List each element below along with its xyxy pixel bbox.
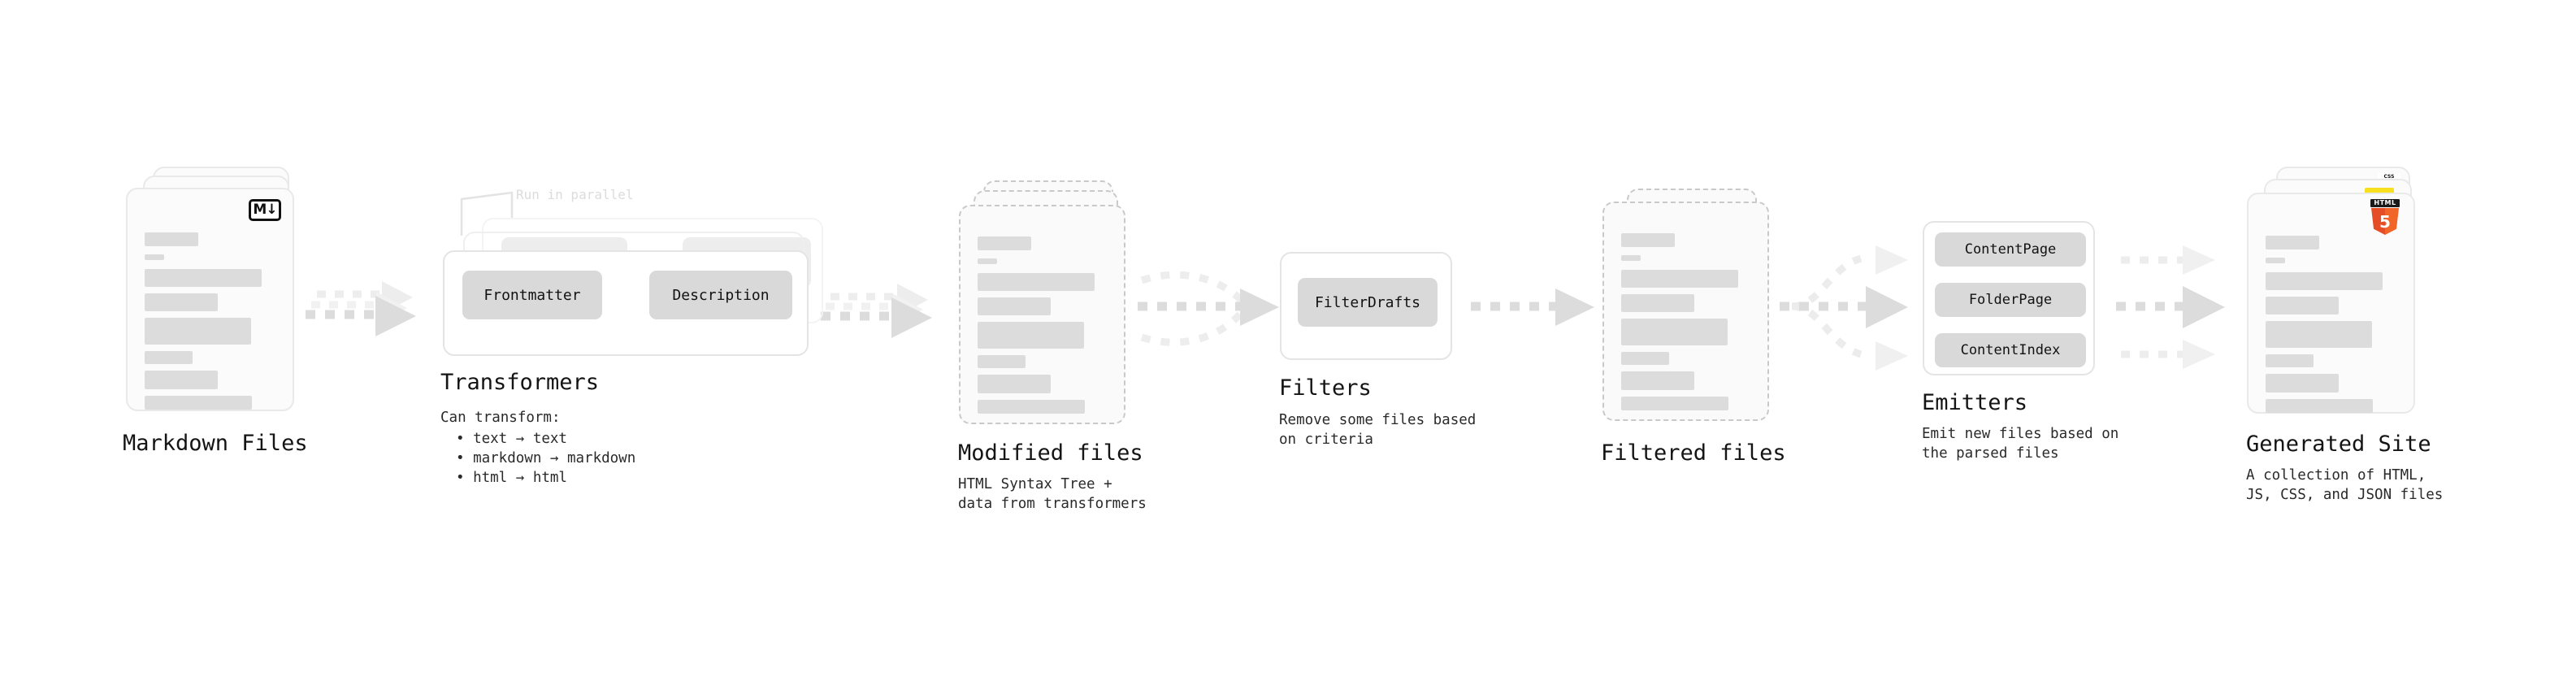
skeleton-bar [1621, 294, 1694, 312]
skeleton-bar [1621, 255, 1641, 261]
transformers-bullet-1: • markdown → markdown [456, 450, 636, 466]
site-card-stack[interactable]: CSS HTML 5 [2247, 167, 2422, 414]
arrow-modified-to-filters [1138, 271, 1279, 346]
modified-files-subtitle-1: HTML Syntax Tree + [958, 476, 1112, 492]
skeleton-bar [145, 396, 252, 410]
generated-site-subtitle-2: JS, CSS, and JSON files [2246, 487, 2444, 503]
skeleton-bar [145, 318, 251, 345]
filters-subtitle-2: on criteria [1279, 432, 1373, 448]
run-in-parallel-label: Run in parallel [516, 187, 634, 202]
markdown-card-front: M↓ [126, 188, 294, 411]
html5-icon: HTML 5 [2370, 199, 2400, 235]
transformers-title: Transformers [440, 370, 600, 395]
html5-icon-digit: 5 [2379, 211, 2391, 232]
transformer-pill-frontmatter[interactable]: Frontmatter [462, 271, 602, 319]
emitter-pill-contentpage[interactable]: ContentPage [1935, 232, 2086, 267]
skeleton-bar [1621, 371, 1694, 390]
skeleton-bar [2266, 399, 2373, 413]
arrow-emitters-to-site [2116, 245, 2225, 369]
transformers-bullet-2: • html → html [456, 470, 567, 486]
emitter-pill-contentindex[interactable]: ContentIndex [1935, 333, 2086, 367]
markdown-icon: M↓ [249, 199, 281, 221]
filtered-card-front [1602, 202, 1769, 421]
skeleton-bar [1621, 352, 1669, 365]
skeleton-bar [145, 351, 193, 364]
modified-files-subtitle-2: data from transformers [958, 496, 1147, 512]
markdown-files-title: Markdown Files [123, 431, 308, 456]
skeleton-bar [2266, 321, 2372, 348]
skeleton-bar [2266, 272, 2383, 290]
site-card-front: HTML 5 [2247, 193, 2415, 414]
skeleton-bar [2266, 374, 2339, 393]
skeleton-bar [145, 254, 164, 260]
skeleton-bar [1621, 397, 1728, 410]
skeleton-bar [2266, 258, 2285, 263]
filtered-files-title: Filtered files [1601, 440, 1786, 466]
skeleton-bar [978, 297, 1051, 315]
emitter-pill-folderpage[interactable]: FolderPage [1935, 283, 2086, 317]
emitters-box[interactable]: ContentPage FolderPage ContentIndex [1923, 221, 2095, 375]
modified-files-title: Modified files [958, 440, 1143, 466]
arrow-filters-to-filtered [1471, 288, 1594, 326]
html5-icon-label: HTML [2370, 199, 2400, 207]
stage-generated-site: CSS HTML 5 [2246, 167, 2443, 503]
modified-card-front [959, 205, 1125, 424]
stage-modified-files: Modified files HTML Syntax Tree + data f… [958, 180, 1147, 512]
html5-icon-shield: 5 [2371, 208, 2399, 235]
transformers-desc-heading: Can transform: [440, 410, 561, 426]
skeleton-bar [2266, 354, 2314, 367]
emitters-title: Emitters [1922, 390, 2028, 415]
skeleton-bar [2266, 297, 2339, 314]
skeleton-bar [1621, 233, 1675, 247]
arrow-markdown-to-transformers [306, 281, 416, 336]
filters-box[interactable]: FilterDrafts [1280, 252, 1452, 360]
markdown-card-stack[interactable]: M↓ [126, 167, 301, 414]
transformers-bullet-0: • text → text [456, 431, 567, 447]
filters-title: Filters [1279, 375, 1372, 401]
stage-filtered-files: Filtered files [1601, 189, 1786, 466]
skeleton-bar [145, 232, 198, 246]
transformer-pill-description[interactable]: Description [649, 271, 792, 319]
skeleton-bar [145, 269, 262, 287]
transformers-box[interactable]: Frontmatter Description [443, 250, 809, 356]
modified-card-stack[interactable] [959, 180, 1134, 424]
filter-pill-filterdrafts[interactable]: FilterDrafts [1298, 278, 1438, 327]
skeleton-bar [1621, 270, 1738, 288]
skeleton-bar [978, 375, 1051, 393]
skeleton-bar [978, 258, 997, 264]
filters-subtitle-1: Remove some files based [1279, 412, 1477, 428]
emitters-subtitle-2: the parsed files [1922, 445, 2059, 462]
generated-site-subtitle-1: A collection of HTML, [2246, 467, 2426, 484]
css-icon-label: CSS [2383, 174, 2395, 180]
skeleton-bar [978, 322, 1084, 349]
skeleton-bar [978, 236, 1031, 250]
skeleton-bar [2266, 236, 2319, 249]
filtered-card-stack[interactable] [1602, 189, 1777, 424]
skeleton-bar [145, 293, 218, 311]
skeleton-bar [978, 355, 1026, 368]
stage-markdown-files: M↓ Markdown Files [123, 167, 308, 456]
skeleton-bar [1621, 319, 1728, 345]
emitters-subtitle-1: Emit new files based on [1922, 426, 2119, 442]
generated-site-title: Generated Site [2246, 432, 2431, 457]
skeleton-bar [978, 400, 1085, 414]
skeleton-bar [145, 371, 218, 389]
skeleton-bar [978, 273, 1095, 291]
arrow-transformers-to-modified [821, 284, 932, 338]
arrow-filtered-to-emitters [1780, 245, 1908, 371]
